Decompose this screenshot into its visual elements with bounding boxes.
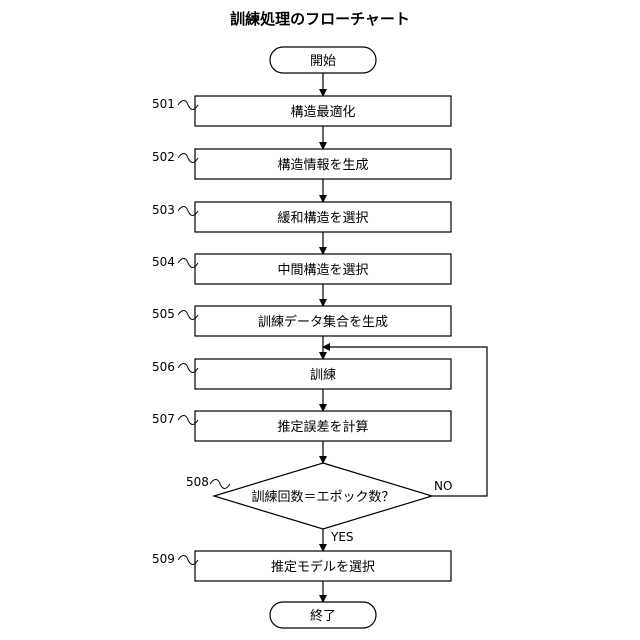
process-step-501: 構造最適化 501 — [152, 96, 451, 126]
decision-label: 訓練回数＝エポック数？ — [251, 489, 394, 505]
yes-branch-label: YES — [330, 530, 354, 544]
step-label-504: 中間構造を選択 — [277, 263, 368, 278]
decision-508: 訓練回数＝エポック数？ 508 — [186, 463, 432, 529]
step-label-506: 訓練 — [310, 367, 336, 383]
start-label: 開始 — [310, 54, 336, 69]
no-branch-label: NO — [434, 479, 452, 493]
step-label-502: 構造情報を生成 — [277, 158, 368, 173]
step-ref-502: 502 — [152, 150, 175, 164]
decision-ref: 508 — [186, 475, 209, 489]
step-label-509: 推定モデルを選択 — [271, 559, 375, 575]
step-ref-501: 501 — [152, 97, 175, 111]
process-step-504: 中間構造を選択 504 — [152, 254, 451, 284]
process-step-507: 推定誤差を計算 507 — [152, 411, 451, 441]
step-label-501: 構造最適化 — [290, 104, 355, 120]
start-terminal: 開始 — [270, 47, 376, 73]
step-ref-509: 509 — [152, 552, 175, 566]
step-ref-506: 506 — [152, 360, 175, 374]
process-step-506: 訓練 506 — [152, 359, 451, 389]
leader-508 — [210, 480, 230, 489]
step-ref-505: 505 — [152, 307, 175, 321]
process-step-509: 推定モデルを選択 509 — [152, 551, 451, 581]
process-step-502: 構造情報を生成 502 — [152, 149, 451, 179]
end-label: 終了 — [310, 608, 336, 624]
process-step-503: 緩和構造を選択 503 — [152, 202, 451, 232]
end-terminal: 終了 — [270, 602, 376, 628]
step-label-505: 訓練データ集合を生成 — [258, 314, 388, 330]
step-label-507: 推定誤差を計算 — [277, 419, 368, 435]
step-ref-507: 507 — [152, 412, 175, 426]
step-label-503: 緩和構造を選択 — [277, 211, 368, 226]
step-ref-504: 504 — [152, 255, 175, 269]
step-ref-503: 503 — [152, 203, 175, 217]
process-step-505: 訓練データ集合を生成 505 — [152, 306, 451, 336]
